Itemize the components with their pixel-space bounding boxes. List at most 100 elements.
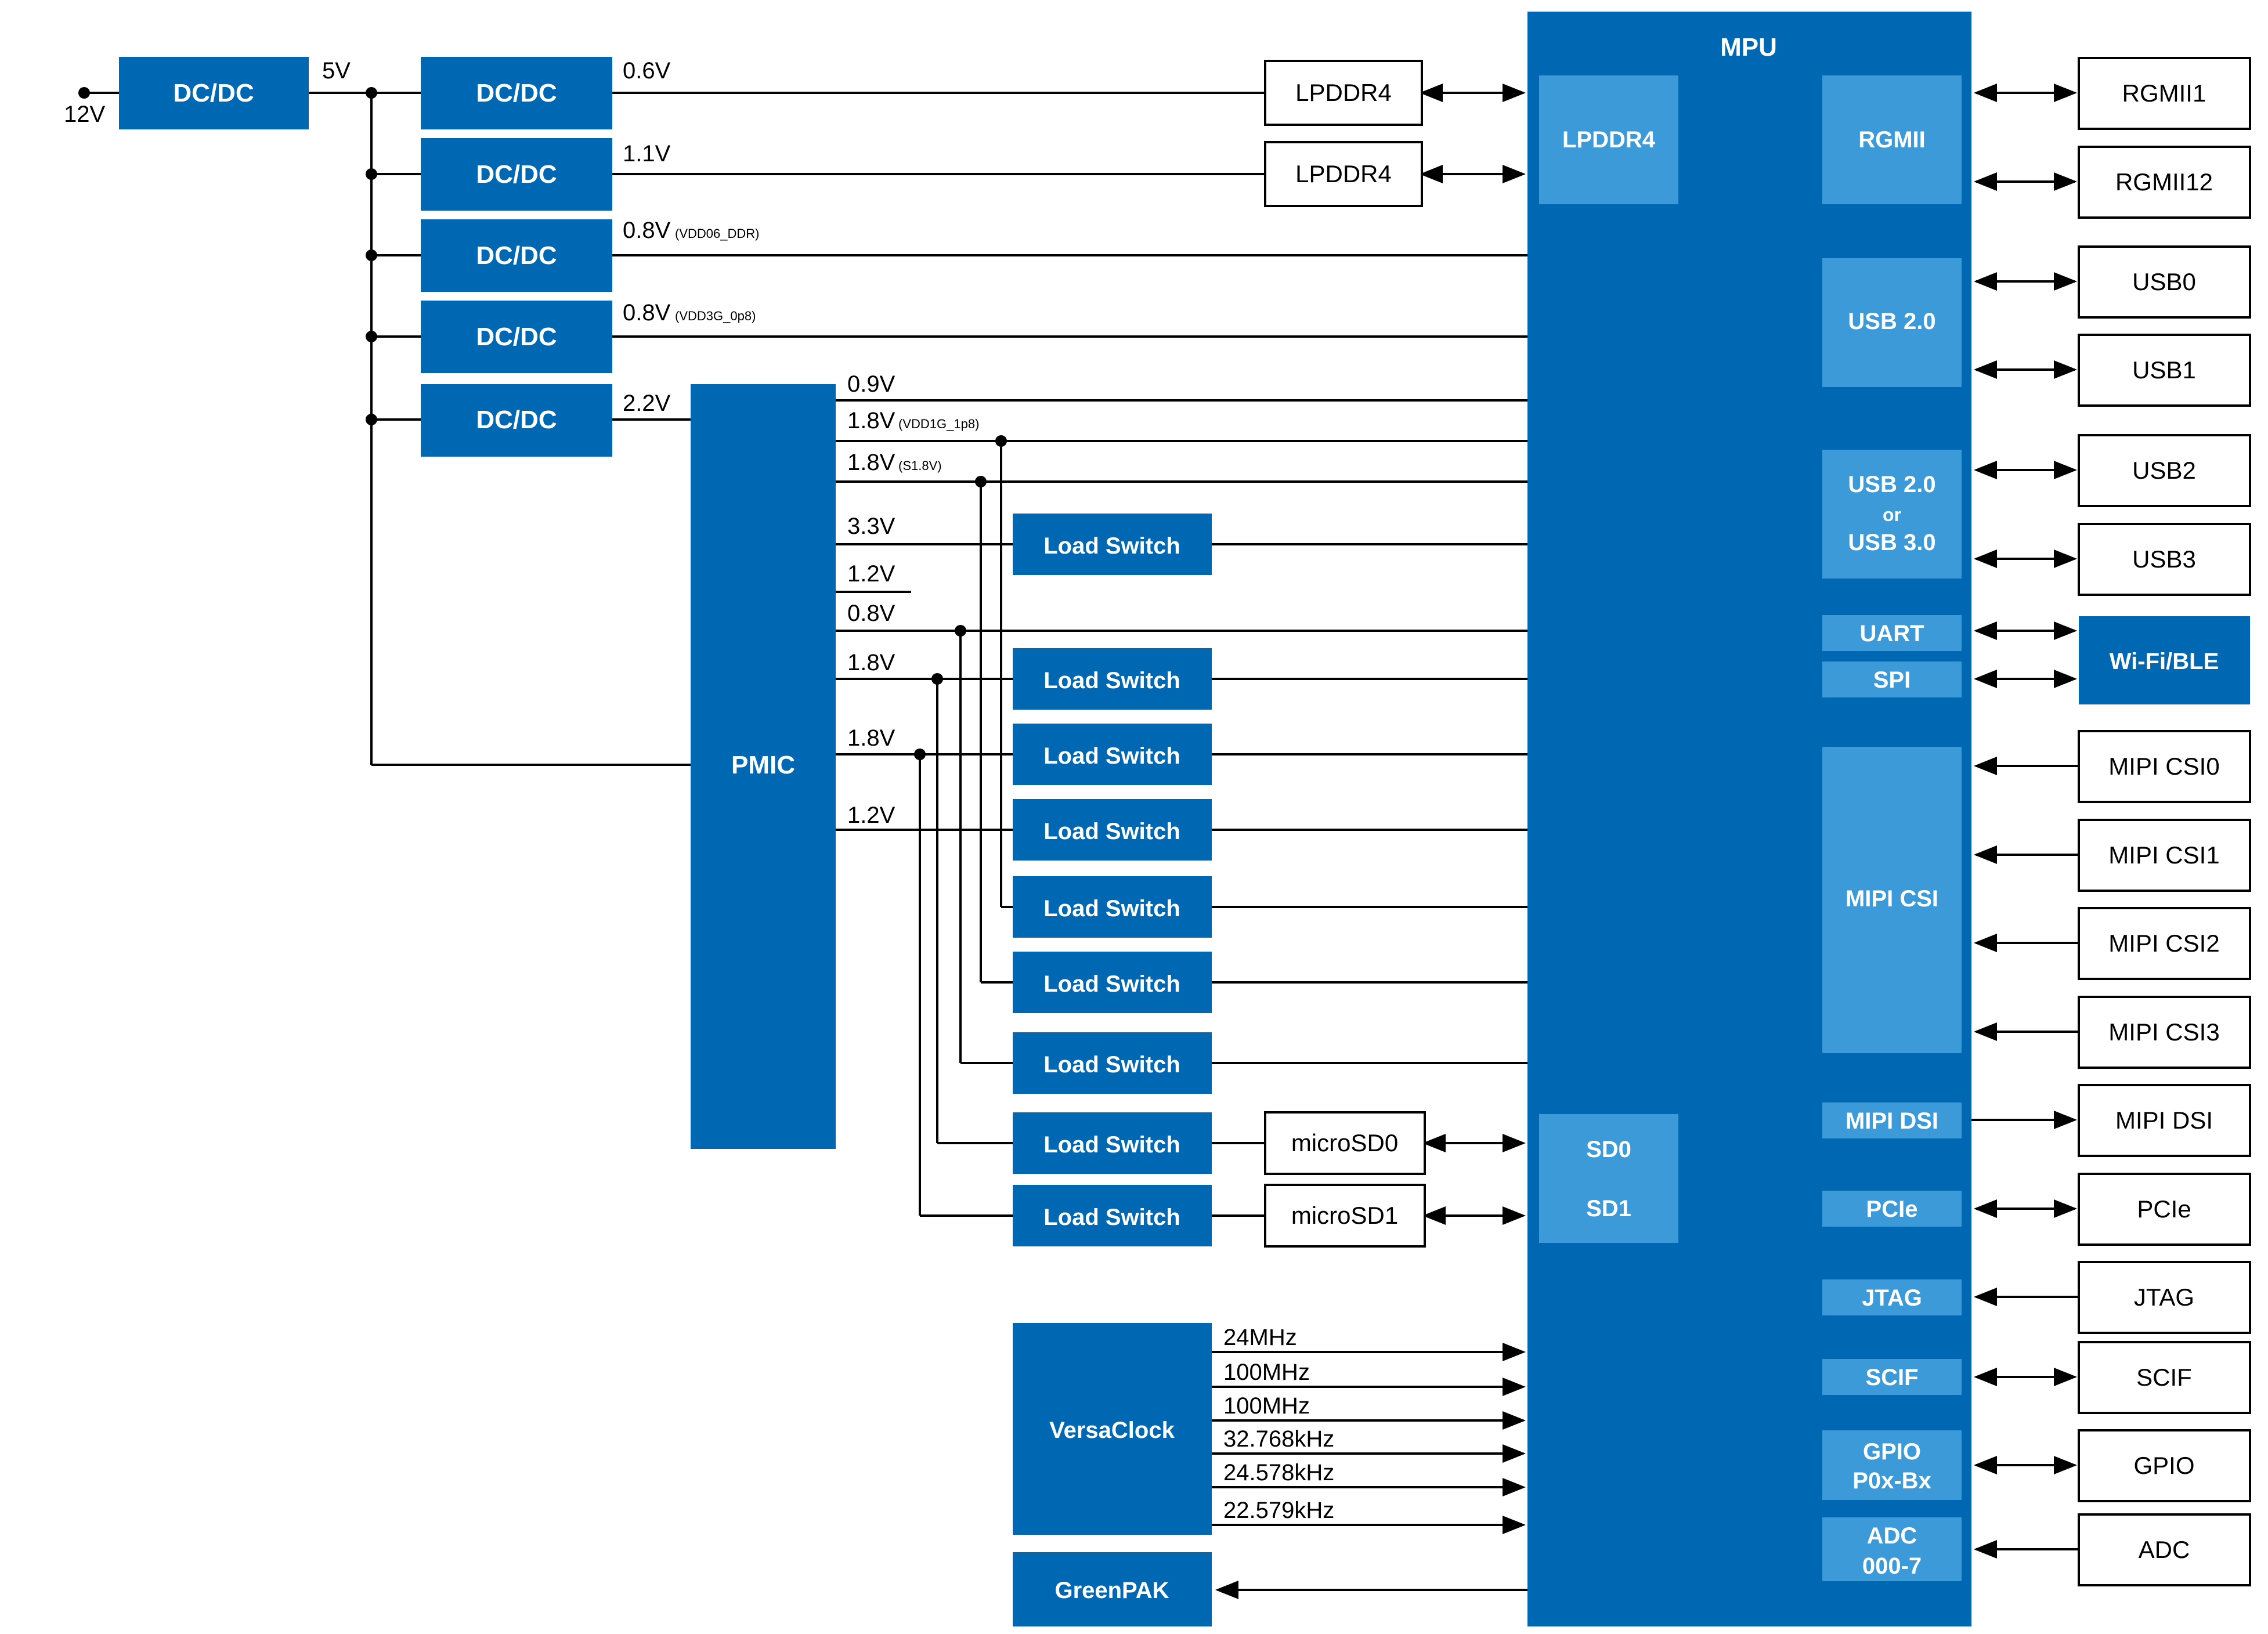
mpu-usb-combo-block: USB 2.0 or USB 3.0 (1822, 450, 1962, 579)
mpu-pcie-label: PCIe (1866, 1196, 1918, 1222)
mpu-gpio-line1: GPIO (1863, 1439, 1921, 1465)
pcie-label: PCIe (2137, 1195, 2191, 1223)
lpddr4-chip-1-label: LPDDR4 (1295, 160, 1392, 187)
dcdc-4-label: DC/DC (476, 406, 557, 434)
usb0-port: USB0 (2078, 245, 2251, 319)
load-switch-label: Load Switch (1043, 533, 1180, 559)
mipi-csi1-label: MIPI CSI1 (2108, 841, 2219, 869)
pmic-rail-4: 1.2V (847, 561, 895, 587)
mpu-scif-label: SCIF (1865, 1365, 1918, 1390)
mipi-dsi-port: MIPI DSI (2078, 1084, 2251, 1157)
usb2-label: USB2 (2132, 457, 2196, 484)
peripherals: RGMII1 RGMII12 USB0 USB1 USB2 USB3 Wi-Fi… (2078, 57, 2251, 1586)
wifi-ble-module: Wi-Fi/BLE (2079, 616, 2250, 704)
greenpak: GreenPAK (1013, 1552, 1212, 1626)
mipi-csi0-label: MIPI CSI0 (2108, 753, 2219, 780)
dcdc-input-label: DC/DC (173, 79, 254, 107)
pmic-rail-8: 1.2V (847, 802, 895, 828)
rgmii12-label: RGMII12 (2115, 168, 2213, 196)
jtag-label: JTAG (2134, 1284, 2194, 1311)
pcie-port: PCIe (2078, 1173, 2251, 1246)
mpu-mipi-csi-label: MIPI CSI (1846, 886, 1938, 912)
pmic-rail-1: 1.8V (847, 408, 895, 433)
lpddr4-chip-0-label: LPDDR4 (1295, 79, 1392, 106)
load-switch-label: Load Switch (1043, 743, 1180, 769)
dcdc-2-voltage: 0.8V (623, 218, 671, 243)
dcdc-1: DC/DC (421, 138, 612, 211)
power-labels: 12V 5V 0.6V 1.1V 0.8V (VDD06_DDR) 0.8V (… (64, 58, 1334, 1523)
load-switch-label: Load Switch (1043, 668, 1180, 693)
load-switch: Load Switch (1013, 724, 1212, 785)
mpu: MPU LPDDR4 RGMII USB 2.0 USB 2.0 or USB … (1527, 12, 1971, 1626)
microsd0-label: microSD0 (1291, 1129, 1398, 1156)
clock-1: 100MHz (1223, 1360, 1310, 1385)
scif-label: SCIF (2136, 1364, 2192, 1391)
load-switch: Load Switch (1013, 799, 1212, 861)
scif-port: SCIF (2078, 1341, 2251, 1414)
load-switch: Load Switch (1013, 1185, 1212, 1246)
adc-label: ADC (2139, 1536, 2190, 1563)
mpu-usb20-label: USB 2.0 (1848, 309, 1935, 334)
mpu-spi-label: SPI (1873, 667, 1911, 693)
dcdc-2-subscript: (VDD06_DDR) (675, 226, 759, 241)
mpu-sd0-label: SD0 (1586, 1137, 1631, 1162)
gpio-port: GPIO (2078, 1429, 2251, 1502)
mpu-adc-line1: ADC (1867, 1523, 1917, 1549)
microsd1: microSD1 (1264, 1184, 1426, 1248)
mpu-uart-label: UART (1859, 621, 1924, 646)
mipi-csi3-label: MIPI CSI3 (2108, 1018, 2219, 1046)
mpu-jtag-label: JTAG (1862, 1285, 1922, 1311)
usb1-port: USB1 (2078, 334, 2251, 407)
pmic-rail-1-subscript: (VDD1G_1p8) (898, 417, 979, 431)
load-switch-label: Load Switch (1043, 1132, 1180, 1158)
lpddr4-chip-0: LPDDR4 (1264, 60, 1423, 126)
load-switch-label: Load Switch (1043, 819, 1180, 844)
usb3-label: USB3 (2132, 545, 2196, 573)
mipi-dsi-label: MIPI DSI (2115, 1107, 2213, 1134)
pmic-rail-2-subscript: (S1.8V) (898, 458, 942, 473)
mpu-mipi-dsi-block: MIPI DSI (1822, 1102, 1962, 1138)
clock-2: 100MHz (1223, 1393, 1310, 1419)
mpu-uart-block: UART (1822, 615, 1962, 651)
mipi-csi2-label: MIPI CSI2 (2108, 930, 2219, 957)
mpu-rgmii-label: RGMII (1858, 127, 1926, 153)
dcdc-0-label: DC/DC (476, 79, 557, 107)
pmic-rail-2: 1.8V (847, 450, 895, 475)
load-switch: Load Switch (1013, 876, 1212, 938)
mpu-lpddr4-label: LPDDR4 (1562, 127, 1656, 153)
mpu-mipi-csi-block: MIPI CSI (1822, 747, 1962, 1053)
pmic: PMIC (691, 384, 836, 1149)
load-switch-label: Load Switch (1043, 1205, 1180, 1230)
load-switch: Load Switch (1013, 952, 1212, 1013)
adc-port: ADC (2078, 1513, 2251, 1586)
dcdc-0: DC/DC (421, 57, 612, 129)
load-switches: Load Switch Load Switch Load Switch Load… (1013, 514, 1212, 1246)
load-switch: Load Switch (1013, 1112, 1212, 1174)
dcdc-3-voltage: 0.8V (623, 300, 671, 326)
dcdc-3: DC/DC (421, 301, 612, 373)
mpu-sd1-label: SD1 (1586, 1196, 1631, 1221)
mpu-usb-combo-line2: or (1883, 504, 1901, 525)
mpu-rgmii-block: RGMII (1822, 75, 1962, 204)
dcdc-1-label: DC/DC (476, 160, 557, 189)
pmic-rail-6: 1.8V (847, 650, 895, 675)
clock-3: 32.768kHz (1223, 1426, 1334, 1452)
mpu-gpio-line2: P0x-Bx (1852, 1468, 1931, 1494)
bus-5v-label: 5V (322, 58, 351, 84)
pmic-rail-5: 0.8V (847, 601, 895, 626)
usb3-port: USB3 (2078, 523, 2251, 596)
microsd1-label: microSD1 (1291, 1202, 1398, 1229)
mipi-csi1-port: MIPI CSI1 (2078, 819, 2251, 892)
versaclock-label: VersaClock (1049, 1418, 1175, 1443)
usb2-port: USB2 (2078, 434, 2251, 507)
clock-4: 24.578kHz (1223, 1460, 1334, 1485)
pmic-rail-0: 0.9V (847, 371, 895, 397)
usb0-label: USB0 (2132, 268, 2196, 295)
load-switch-label: Load Switch (1043, 1052, 1180, 1078)
dcdc-0-voltage: 0.6V (623, 58, 671, 84)
load-switch: Load Switch (1013, 648, 1212, 710)
mpu-mipi-dsi-label: MIPI DSI (1846, 1108, 1938, 1134)
versaclock: VersaClock (1013, 1323, 1212, 1535)
rgmii12-port: RGMII12 (2078, 146, 2251, 219)
